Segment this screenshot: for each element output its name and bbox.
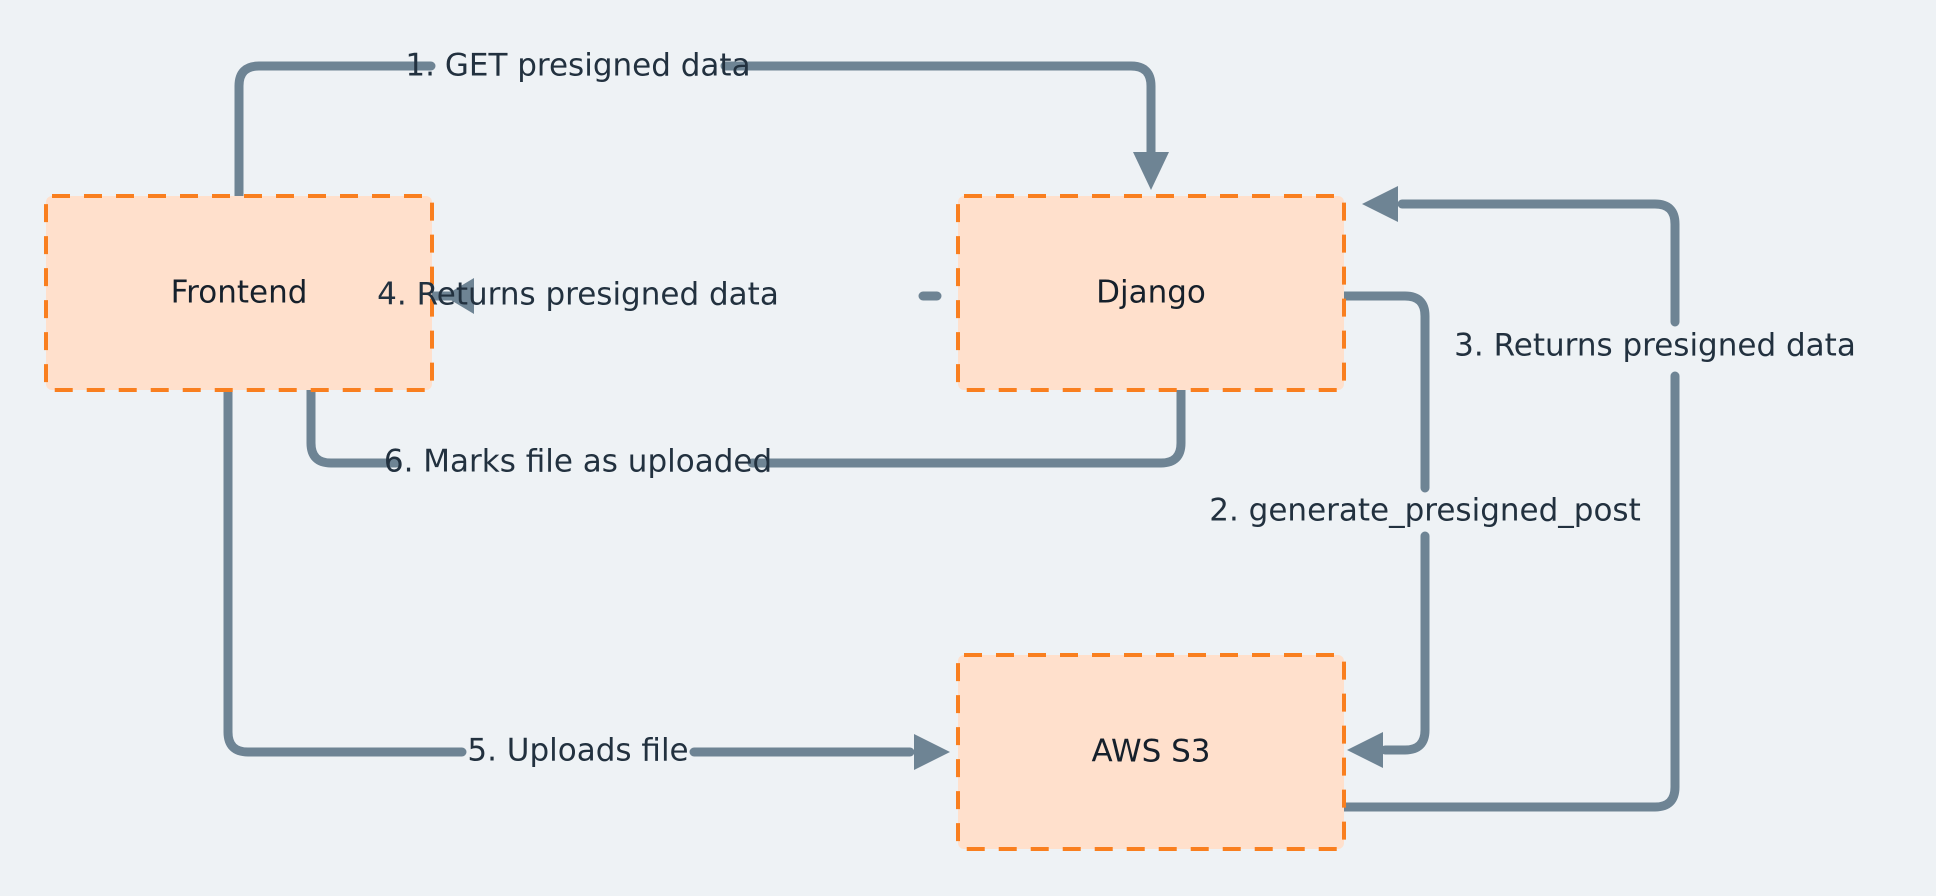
arrowhead-icon-1 [1133, 152, 1169, 190]
edge-label-3: 3. Returns presigned data [1454, 328, 1856, 364]
edge-label-2: 2. generate_presigned_post [1209, 493, 1640, 529]
edge-line-2 [1339, 291, 1430, 755]
arrowhead-icon-4 [444, 278, 474, 314]
edges-layer [223, 61, 1680, 812]
edge-label-4: 4. Returns presigned data [377, 277, 779, 313]
edge-label-6: 6. Marks file as uploaded [384, 444, 772, 480]
arrowhead-icon-5 [914, 734, 950, 770]
edge-3 [1339, 186, 1680, 812]
edge-labels-layer: 1. GET presigned data 4. Returns presigne… [377, 48, 1856, 769]
arrowhead-icon-3 [1362, 186, 1398, 222]
edge-1 [234, 61, 1169, 201]
edge-line-1 [234, 61, 1156, 201]
edge-line-6 [306, 385, 1186, 468]
node-label-django: Django [1096, 275, 1206, 311]
edge-line-5 [223, 385, 915, 757]
edge-line-3 [1339, 199, 1680, 812]
node-s3[interactable]: AWS S3 [956, 653, 1346, 851]
edge-label-5: 5. Uploads file [467, 733, 688, 769]
node-label-s3: AWS S3 [1091, 734, 1210, 770]
edge-5 [223, 385, 950, 770]
node-django[interactable]: Django [956, 194, 1346, 392]
node-box-frontend[interactable] [44, 194, 434, 392]
edge-2 [1339, 291, 1430, 768]
node-box-django[interactable] [956, 194, 1346, 392]
edge-label-1: 1. GET presigned data [405, 48, 750, 84]
node-box-s3[interactable] [956, 653, 1346, 851]
arrowhead-icon-2 [1347, 732, 1383, 768]
node-frontend[interactable]: Frontend [44, 194, 434, 392]
node-label-frontend: Frontend [171, 275, 308, 311]
